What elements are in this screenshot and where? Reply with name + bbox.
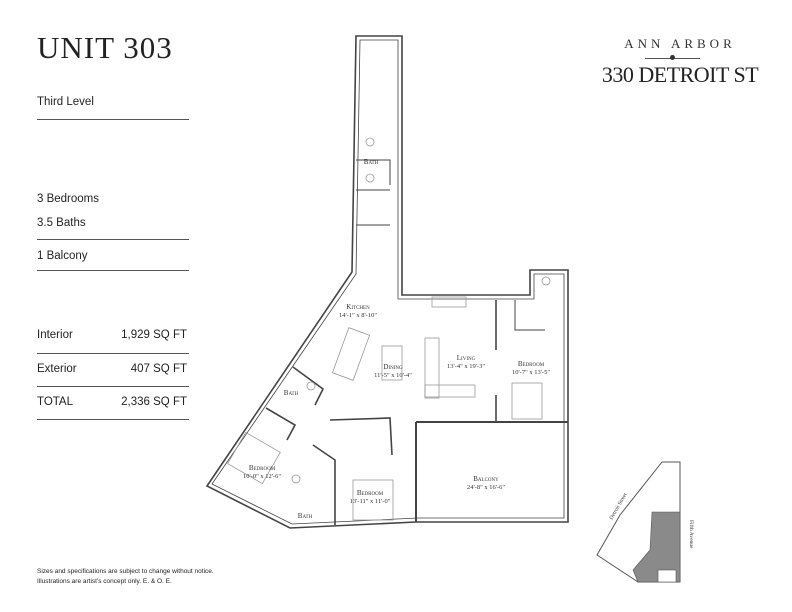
room-name: Dining [383,363,403,371]
wall [329,417,393,456]
sofa [424,337,440,399]
room-name: Bath [364,158,379,166]
room-name: Bath [284,389,299,397]
kitchen-island [331,327,371,381]
toilet [291,474,301,484]
key-plan-unit-highlight [632,511,681,583]
logo-address: 330 DETROIT ST [601,62,759,87]
toilet [365,137,375,147]
wall [265,407,297,441]
key-plan: Detroit Street Fifth Avenue [596,461,695,583]
room-labels: Bath Kitchen 14'-1" x 8'-10" Dining 11'-… [243,158,550,520]
logo-dot [670,55,675,60]
room-dims: 13'-4" x 19'-3" [447,363,485,370]
room-dims: 14'-1" x 8'-10" [339,312,377,319]
area-value: 1,929 SQ FT [121,329,187,341]
room-dims: 11'-5" x 10'-4" [374,372,412,379]
level-label: Third Level [37,96,94,108]
bed [352,479,394,521]
room-name: Kitchen [346,303,370,311]
area-label: Interior [37,329,73,341]
room-name: Balcony [473,475,499,483]
divider [37,419,189,420]
unit-outline [205,35,569,529]
balcony-label: 1 Balcony [37,250,88,262]
area-value: 407 SQ FT [130,363,187,375]
room-dims: 13'-11" x 11'-0" [350,498,391,505]
disclaimer-line: Illustrations are artist's concept only.… [37,578,172,585]
sofa [424,384,476,398]
room-name: Living [457,354,476,362]
bed [227,431,281,485]
toilet [541,276,551,286]
street-label: Fifth Avenue [688,520,695,549]
divider [37,386,189,387]
room-dims: 10'-0" x 12'-6" [243,473,281,480]
divider [37,119,189,120]
room-name: Bedroom [518,360,545,368]
fireplace [431,296,467,308]
wall [292,366,325,406]
area-label: TOTAL [37,396,73,408]
room-name: Bedroom [249,464,276,472]
disclaimer-line: Sizes and specifications are subject to … [37,568,214,575]
area-label: Exterior [37,363,77,375]
bed [511,382,543,420]
area-value: 2,336 SQ FT [121,396,187,408]
key-plan-unit-inner [657,569,677,583]
bedrooms-label: 3 Bedrooms [37,193,100,205]
logo-city: ANN ARBOR [624,36,736,51]
unit-outline-inner [211,39,565,525]
wall [514,300,545,331]
area-row-total: TOTAL 2,336 SQ FT [37,396,187,408]
baths-label: 3.5 Baths [37,217,86,229]
room-dims: 10'-7" x 13'-5" [512,369,550,376]
toilet [306,381,316,391]
dining-table [381,345,403,381]
room-dims: 24'-8" x 16'-6" [467,484,505,491]
toilet [365,173,375,183]
disclaimer: Sizes and specifications are subject to … [37,567,214,587]
divider [37,239,189,240]
room-name: Bedroom [357,489,384,497]
area-row-interior: Interior 1,929 SQ FT [37,329,187,341]
wall [356,159,391,185]
unit-title: UNIT 303 [37,30,173,65]
divider [37,353,189,354]
wall [312,444,336,525]
area-row-exterior: Exterior 407 SQ FT [37,363,187,375]
room-name: Bath [298,512,313,520]
divider [37,270,189,271]
